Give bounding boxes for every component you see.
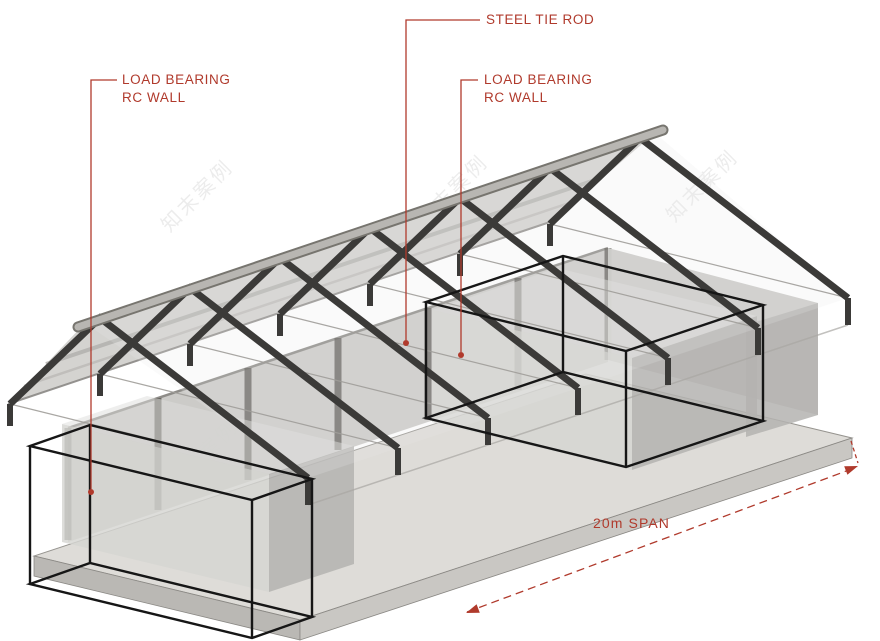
leader-line-rc-wall-left xyxy=(90,79,117,489)
arrowhead-left xyxy=(466,604,480,613)
rc-wall-end-face xyxy=(432,310,632,470)
ridge-beam xyxy=(72,124,669,333)
ridge-beam-line xyxy=(74,126,667,331)
leader-line-steel-tie-rod xyxy=(405,19,480,340)
annotation-span-dimension: 20m SPAN xyxy=(593,515,671,531)
annotation-load-bearing-rc-wall-left: LOAD BEARING RC WALL xyxy=(122,71,230,107)
dimension-extension xyxy=(850,440,859,464)
slab-side-face xyxy=(299,437,853,641)
steel-tie-rod xyxy=(549,223,849,299)
steel-tie-rod xyxy=(189,343,489,419)
leader-dot xyxy=(88,489,94,495)
label-line-2: RC WALL xyxy=(122,89,186,105)
leader-line-rc-wall-center xyxy=(460,79,478,352)
highlight-box-center-rc-wall xyxy=(421,254,768,469)
leader-dot xyxy=(458,352,464,358)
annotation-load-bearing-rc-wall-center: LOAD BEARING RC WALL xyxy=(484,71,592,107)
highlight-box-left-rc-wall xyxy=(25,423,317,640)
steel-tie-rod xyxy=(459,253,759,329)
steel-tie-rod xyxy=(99,373,399,449)
label-line-1: LOAD BEARING xyxy=(484,72,593,87)
steel-tie-rod xyxy=(279,313,579,389)
annotation-steel-tie-rod: STEEL TIE ROD xyxy=(486,12,595,27)
span-dimension xyxy=(466,440,859,613)
label-line-1: LOAD BEARING xyxy=(122,72,231,87)
label-line-2: RC WALL xyxy=(484,89,548,105)
arrowhead-right xyxy=(844,466,858,475)
dimension-line xyxy=(466,466,858,613)
leader-dot xyxy=(403,340,409,346)
annotation-leaders xyxy=(88,19,480,495)
steel-tie-rod xyxy=(369,283,669,359)
